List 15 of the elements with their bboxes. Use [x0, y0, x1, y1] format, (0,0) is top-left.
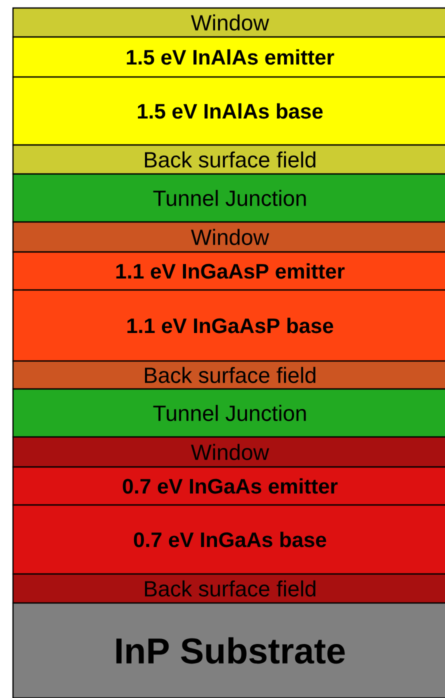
layer-band: 1.5 eV InAlAs emitter — [12, 36, 445, 78]
layer-band: 0.7 eV InGaAs base — [12, 504, 445, 575]
layer-band: 1.1 eV InGaAsP base — [12, 289, 445, 362]
layer-band: Back surface field — [12, 573, 445, 604]
layer-band: 0.7 eV InGaAs emitter — [12, 466, 445, 506]
layer-band: Back surface field — [12, 360, 445, 390]
layer-band: Tunnel Junction — [12, 173, 445, 223]
layer-band: 1.5 eV InAlAs base — [12, 76, 445, 146]
layer-band: Tunnel Junction — [12, 388, 445, 438]
layer-band: Window — [12, 221, 445, 253]
layer-band: Back surface field — [12, 144, 445, 175]
layer-band: InP Substrate — [12, 602, 445, 698]
layer-band: Window — [12, 7, 445, 38]
layer-band: 1.1 eV InGaAsP emitter — [12, 251, 445, 291]
layer-band: Window — [12, 436, 445, 468]
